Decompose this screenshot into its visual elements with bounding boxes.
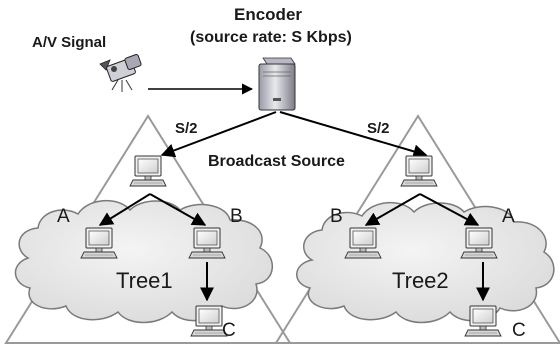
encoder-rate-label: (source rate: S Kbps) <box>190 29 352 46</box>
tree1-name: Tree1 <box>116 268 173 293</box>
encoder-server-icon <box>258 57 296 111</box>
encoder-to-tree2-arrow <box>279 111 428 159</box>
encoder-title: Encoder <box>234 5 303 24</box>
tree2-node-a-computer-icon <box>460 227 498 259</box>
tree1-node-a-label: A <box>57 206 70 227</box>
encoder-to-tree1-arrow <box>160 111 277 158</box>
tree2-arrow-to-right <box>419 193 480 226</box>
av-signal-label: A/V Signal <box>32 34 107 51</box>
tree1-node-b-label: B <box>230 206 243 227</box>
tree2-arrow-to-left <box>364 193 421 226</box>
tree2-node-c-label: C <box>512 320 526 341</box>
rate-left-label: S/2 <box>175 120 198 137</box>
tree1-arrow-to-a <box>98 193 151 226</box>
rate-right-label: S/2 <box>367 120 390 137</box>
tree1-node-a-computer-icon <box>80 227 118 259</box>
tree2-node-b-computer-icon <box>344 227 382 259</box>
tree2-node-b-label: B <box>330 206 343 227</box>
broadcast-source-label: Broadcast Source <box>208 153 345 170</box>
tree1-root-computer-icon <box>129 155 167 187</box>
tree2-node-c-computer-icon <box>464 305 502 337</box>
tree2-name: Tree2 <box>392 268 449 293</box>
tree1-node-c-label: C <box>222 320 236 341</box>
tree2-node-a-label: A <box>502 206 515 227</box>
tree2-root-computer-icon <box>400 155 438 187</box>
tree1-node-b-computer-icon <box>188 227 226 259</box>
tree1-arrow-to-b <box>149 193 207 226</box>
video-camera-icon <box>99 54 142 92</box>
